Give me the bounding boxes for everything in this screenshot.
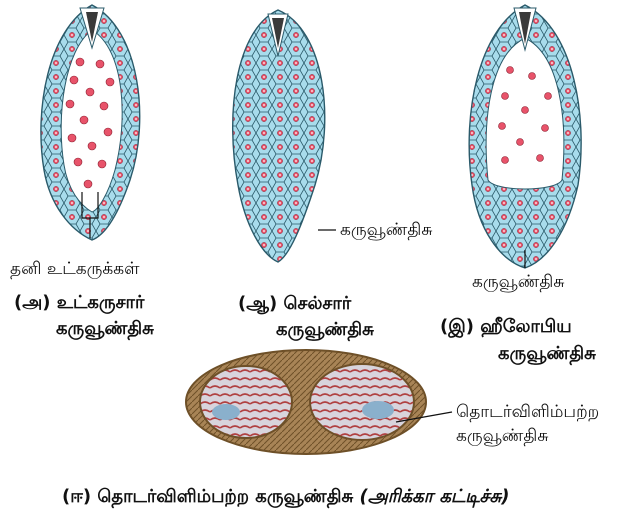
caption-c-line1: (இ) ஹீலோபிய: [440, 316, 572, 338]
caption-a-line2: கருவூண்திசு: [56, 318, 154, 340]
caption-a-line1: (அ) உட்கருசார்: [14, 292, 144, 314]
caption-d-main: (ஈ) தொடர்விளிம்பற்ற கருவூண்திசு: [62, 486, 353, 507]
nuclear-endosperm-figure: [41, 5, 140, 240]
caption-d: (ஈ) தொடர்விளிம்பற்ற கருவூண்திசு (அரிக்கா…: [62, 486, 509, 508]
caption-d-italic: (அரிக்கா கட்டிச்சு): [359, 486, 509, 507]
caption-c-line2: கருவூண்திசு: [498, 343, 596, 365]
ruminate-label-line2: கருவூண்திசு: [456, 425, 548, 447]
ruminate-endosperm-photo: [186, 350, 452, 454]
cellular-endosperm-figure: [233, 10, 336, 262]
cellular-endosperm-label: கருவூண்திசு: [340, 219, 432, 241]
helobial-endosperm-figure: [469, 5, 581, 268]
free-nuclei-label: தனி உட்கருக்கள்: [10, 258, 139, 280]
helobial-endosperm-label: கருவூண்திசு: [472, 271, 564, 293]
caption-b-line1: (ஆ) செல்சார்: [238, 293, 351, 315]
caption-b-line2: கருவூண்திசு: [276, 319, 374, 341]
ruminate-label-line1: தொடர்விளிம்பற்ற: [456, 401, 599, 423]
